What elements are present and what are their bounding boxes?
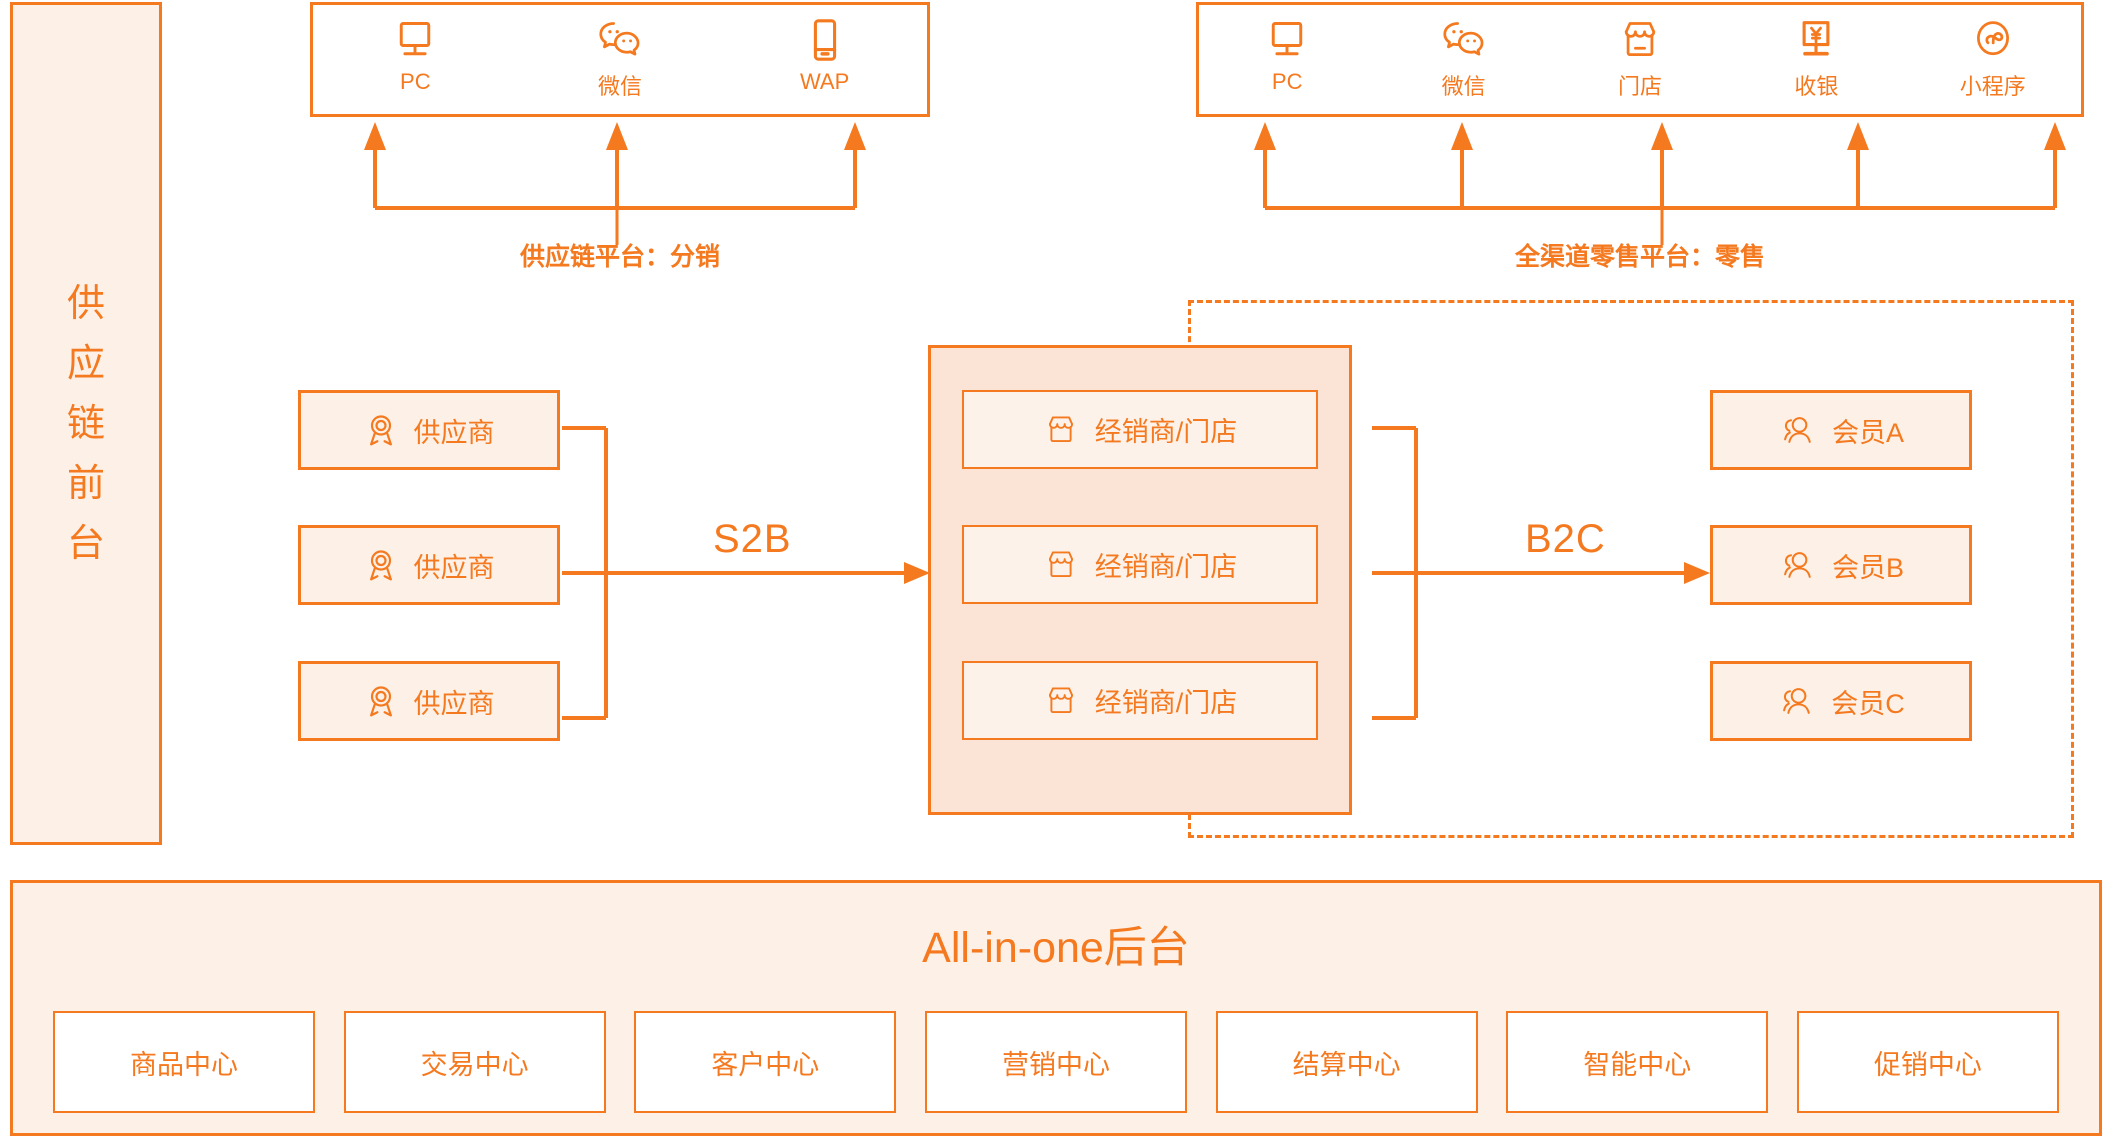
supplier-card[interactable]: 供应商 <box>298 525 560 605</box>
sidebar-char-0: 供 <box>66 282 105 325</box>
distribution-platform-label: 供应链平台：分销 <box>519 243 720 271</box>
store-icon <box>1618 15 1662 65</box>
supply-chain-frontend-band: 供 应 链 前 台 <box>10 2 162 845</box>
channel-item-pc[interactable]: PC <box>1232 15 1342 95</box>
module-card-settlement-center[interactable]: 结算中心 <box>1215 1011 1478 1113</box>
backend-title: All-in-one后台 <box>922 924 1190 972</box>
badge-person-icon <box>364 683 398 719</box>
channel-item-pc[interactable]: PC <box>360 15 470 95</box>
member-card[interactable]: 会员B <box>1710 525 1972 605</box>
sidebar-char-2: 链 <box>66 402 105 445</box>
dealer-label: 经销商/门店 <box>1094 417 1238 447</box>
channel-caption: 门店 <box>1617 74 1662 99</box>
channel-caption: WAP <box>799 69 850 94</box>
dealer-card[interactable]: 经销商/门店 <box>962 661 1318 740</box>
supplier-label: 供应商 <box>413 552 495 583</box>
supplier-label: 供应商 <box>413 688 495 719</box>
badge-person-icon <box>364 547 398 583</box>
channel-item-cashier[interactable]: 收银 <box>1761 15 1871 101</box>
channel-caption: 微信 <box>597 74 642 99</box>
cashier-icon <box>1795 15 1837 65</box>
module-card-transaction-center[interactable]: 交易中心 <box>343 1011 606 1113</box>
mobile-icon <box>808 15 842 65</box>
supplier-card[interactable]: 供应商 <box>298 661 560 741</box>
store-icon <box>1043 548 1079 582</box>
channel-caption: 收银 <box>1794 74 1839 99</box>
sidebar-char-3: 前 <box>66 462 105 505</box>
monitor-icon <box>1265 15 1309 65</box>
channel-caption: PC <box>400 69 431 94</box>
store-icon <box>1043 684 1079 718</box>
channel-item-wechat[interactable]: 微信 <box>1409 15 1519 101</box>
channel-item-miniprogram[interactable]: 小程序 <box>1938 15 2048 101</box>
backend-module-row: 商品中心 交易中心 客户中心 营销中心 结算中心 智能中心 促销中心 <box>53 1011 2059 1113</box>
module-card-marketing-center[interactable]: 营销中心 <box>924 1011 1187 1113</box>
member-card[interactable]: 会员A <box>1710 390 1972 470</box>
flow-label-b2c: B2C <box>1525 517 1606 561</box>
supplier-card[interactable]: 供应商 <box>298 390 560 470</box>
sidebar-char-4: 台 <box>66 522 105 565</box>
dealer-label: 经销商/门店 <box>1094 688 1238 718</box>
member-label: 会员A <box>1831 417 1904 448</box>
member-card[interactable]: 会员C <box>1710 661 1972 741</box>
module-card-intelligence-center[interactable]: 智能中心 <box>1506 1011 1769 1113</box>
miniprogram-icon <box>1972 15 2014 65</box>
wechat-icon <box>1440 15 1488 65</box>
users-icon <box>1778 548 1816 582</box>
users-icon <box>1777 684 1815 718</box>
channel-item-wechat[interactable]: 微信 <box>565 15 675 101</box>
module-card-product-center[interactable]: 商品中心 <box>53 1011 315 1113</box>
retail-platform-label: 全渠道零售平台：零售 <box>1514 243 1765 271</box>
dealer-label: 经销商/门店 <box>1094 552 1238 582</box>
store-icon <box>1043 413 1079 447</box>
all-in-one-backend-panel: All-in-one后台 商品中心 交易中心 客户中心 营销中心 结算中心 智能… <box>10 880 2102 1136</box>
module-card-customer-center[interactable]: 客户中心 <box>634 1011 897 1113</box>
wechat-icon <box>596 15 644 65</box>
channel-caption: 小程序 <box>1959 74 2026 99</box>
member-label: 会员B <box>1831 552 1904 583</box>
omnichannel-retail-bar: PC 微信 门店 <box>1196 2 2084 117</box>
sidebar-char-1: 应 <box>66 342 105 385</box>
channel-item-store[interactable]: 门店 <box>1585 15 1695 101</box>
distribution-channel-bar: PC 微信 WAP <box>310 2 930 117</box>
monitor-icon <box>393 15 437 65</box>
users-icon <box>1778 413 1816 447</box>
member-label: 会员C <box>1831 688 1905 719</box>
dealer-card[interactable]: 经销商/门店 <box>962 525 1318 604</box>
module-card-promotion-center[interactable]: 促销中心 <box>1796 1011 2059 1113</box>
channel-item-wap[interactable]: WAP <box>770 15 880 95</box>
supplier-label: 供应商 <box>413 417 495 448</box>
dealer-card[interactable]: 经销商/门店 <box>962 390 1318 469</box>
supply-chain-frontend-label: 供 应 链 前 台 <box>13 273 159 573</box>
flow-label-s2b: S2B <box>713 517 792 561</box>
channel-caption: PC <box>1271 69 1303 94</box>
channel-caption: 微信 <box>1441 74 1486 99</box>
badge-person-icon <box>364 412 398 448</box>
